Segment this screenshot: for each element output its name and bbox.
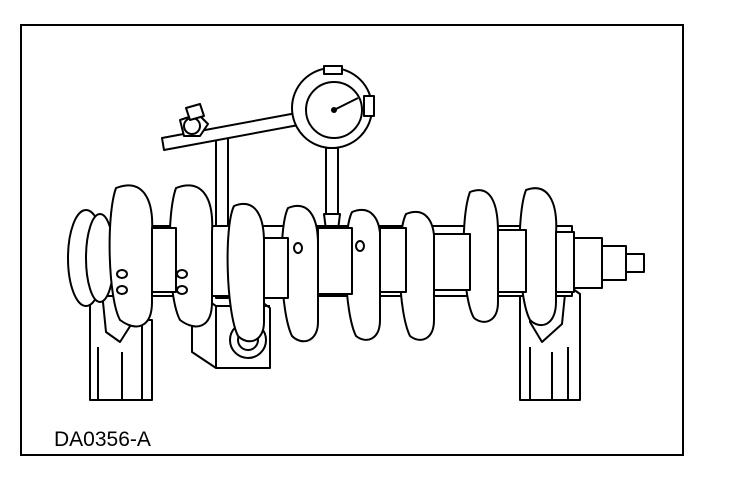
figure-frame: DA0356-A	[20, 24, 684, 456]
crankshaft	[67, 184, 645, 343]
right-v-block-support	[519, 283, 581, 401]
dial-indicator	[291, 65, 375, 231]
figure-caption: DA0356-A	[54, 428, 151, 451]
crankshaft-runout-illustration	[67, 65, 645, 401]
